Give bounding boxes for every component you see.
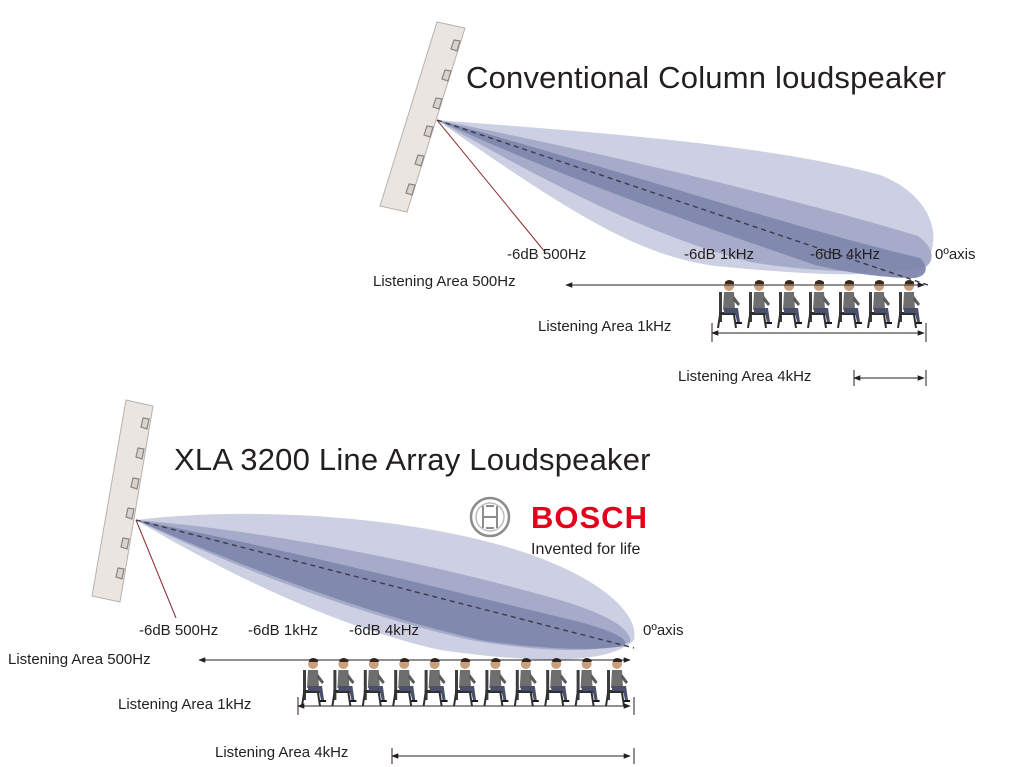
bottom-label-db-4khz: -6dB 4kHz	[349, 622, 420, 639]
top-audience-person	[807, 280, 832, 329]
bottom-label-area-1khz: Listening Area 1kHz	[118, 696, 252, 713]
top-leader-500hz	[436, 119, 546, 253]
top-label-db-500hz: -6dB 500Hz	[507, 246, 587, 263]
top-label-db-1khz: -6dB 1kHz	[684, 246, 755, 263]
bottom-audience-person	[513, 658, 539, 707]
top-diagram	[379, 21, 934, 386]
top-label-area-4khz: Listening Area 4kHz	[678, 368, 812, 385]
top-label-area-1khz: Listening Area 1kHz	[538, 318, 672, 335]
bottom-title: XLA 3200 Line Array Loudspeaker	[174, 442, 651, 477]
bottom-label-db-500hz: -6dB 500Hz	[139, 622, 219, 639]
top-label-db-4khz: -6dB 4kHz	[810, 246, 881, 263]
bottom-audience-person	[331, 658, 357, 707]
bottom-audience-row	[301, 658, 630, 707]
bottom-audience-person	[544, 658, 570, 707]
bottom-audience-person	[301, 658, 326, 707]
top-audience-person	[837, 280, 862, 329]
bottom-line-array-speaker	[91, 399, 154, 603]
bottom-audience-person	[392, 658, 418, 707]
top-title: Conventional Column loudspeaker	[466, 60, 947, 95]
bottom-audience-person	[483, 658, 509, 707]
bottom-audience-person	[574, 658, 600, 707]
top-label-area-500hz: Listening Area 500Hz	[373, 273, 516, 290]
top-audience-person	[717, 280, 742, 329]
top-lobe-4khz	[437, 120, 926, 278]
top-audience-person	[747, 280, 772, 329]
top-column-speaker	[379, 21, 466, 213]
bottom-label-axis: 0ºaxis	[643, 622, 684, 639]
top-audience-person	[897, 280, 922, 329]
top-audience-person	[777, 280, 802, 329]
bottom-audience-person	[422, 658, 448, 707]
bottom-label-area-500hz: Listening Area 500Hz	[8, 651, 151, 668]
bottom-axis-line	[135, 519, 635, 649]
top-audience-person	[867, 280, 892, 329]
bottom-leader-500hz	[135, 519, 177, 619]
top-label-axis: 0ºaxis	[935, 246, 976, 263]
bottom-diagram	[91, 399, 635, 764]
bosch-armature-logo	[469, 496, 511, 538]
bottom-label-area-4khz: Listening Area 4kHz	[215, 744, 349, 761]
brand-name: BOSCH	[531, 500, 648, 535]
brand-tagline: Invented for life	[531, 541, 641, 558]
top-audience-row	[717, 280, 922, 329]
bottom-lobe-4khz	[136, 520, 626, 649]
bottom-audience-person	[361, 658, 387, 707]
bottom-audience-person	[453, 658, 478, 707]
bottom-audience-person	[605, 658, 630, 707]
bottom-label-db-1khz: -6dB 1kHz	[248, 622, 319, 639]
